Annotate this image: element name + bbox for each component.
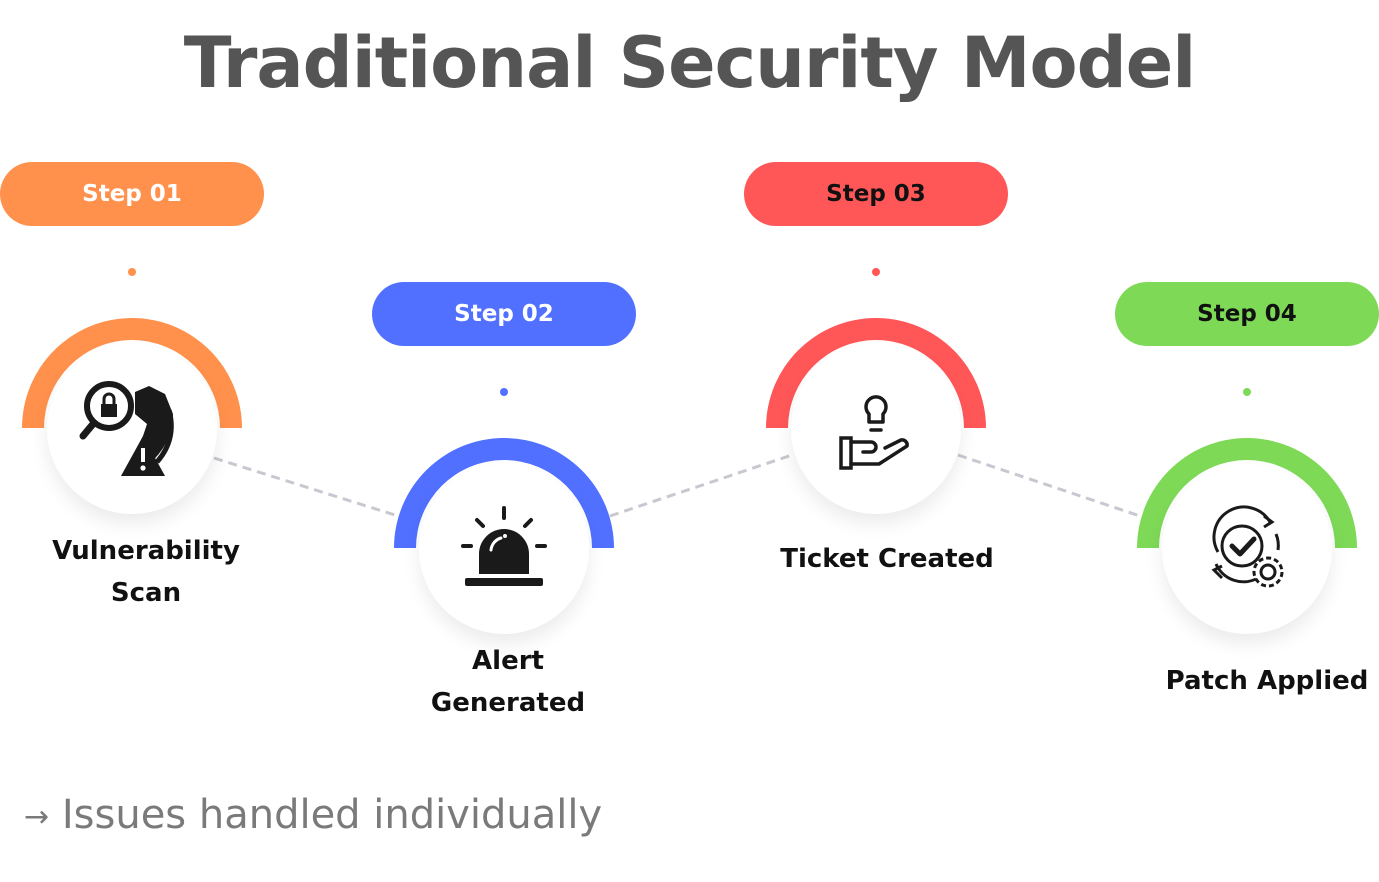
step-01-arc: [22, 318, 242, 428]
step-04-arc: [1137, 438, 1357, 548]
step-01-dot: [128, 268, 136, 276]
step-02-label-line1: Alert: [472, 646, 544, 676]
step-02-pill: Step 02: [372, 282, 636, 346]
step-02-circle: [419, 464, 589, 634]
step-04-dot: [1243, 388, 1251, 396]
step-03-circle: [791, 344, 961, 514]
step-04-label: Patch Applied: [1140, 660, 1379, 702]
footer-text: Issues handled individually: [61, 792, 603, 838]
step-02-arc: [394, 438, 614, 548]
step-01-pill: Step 01: [0, 162, 264, 226]
step-04-circle: [1162, 464, 1332, 634]
hand-lightbulb-icon: [839, 395, 909, 470]
step-03-label-line1: Ticket Created: [780, 544, 994, 574]
step-01-label: Vulnerability Scan: [20, 530, 272, 614]
step-01-label-line2: Scan: [110, 578, 182, 608]
step-03-arc: [766, 318, 986, 428]
arrow-right-icon: →: [24, 799, 50, 835]
step-01-label-line1: Vulnerability: [52, 536, 240, 566]
step-04-pill: Step 04: [1115, 282, 1379, 346]
step-02-label-line2: Generated: [430, 688, 586, 718]
step-02-dot: [500, 388, 508, 396]
step-03-dot: [872, 268, 880, 276]
step-01-circle: [47, 344, 217, 514]
patch-gear-check-icon: [1211, 505, 1284, 588]
step-03-pill: Step 03: [744, 162, 1008, 226]
footer-note: → Issues handled individually: [24, 792, 602, 838]
step-03-label: Ticket Created: [756, 538, 1018, 580]
step-04-label-line1: Patch Applied: [1165, 666, 1369, 696]
page-title: Traditional Security Model: [183, 22, 1196, 104]
step-02-label: Alert Generated: [380, 640, 636, 724]
siren-alert-icon: [461, 506, 547, 586]
vulnerability-scan-icon: [79, 381, 174, 476]
